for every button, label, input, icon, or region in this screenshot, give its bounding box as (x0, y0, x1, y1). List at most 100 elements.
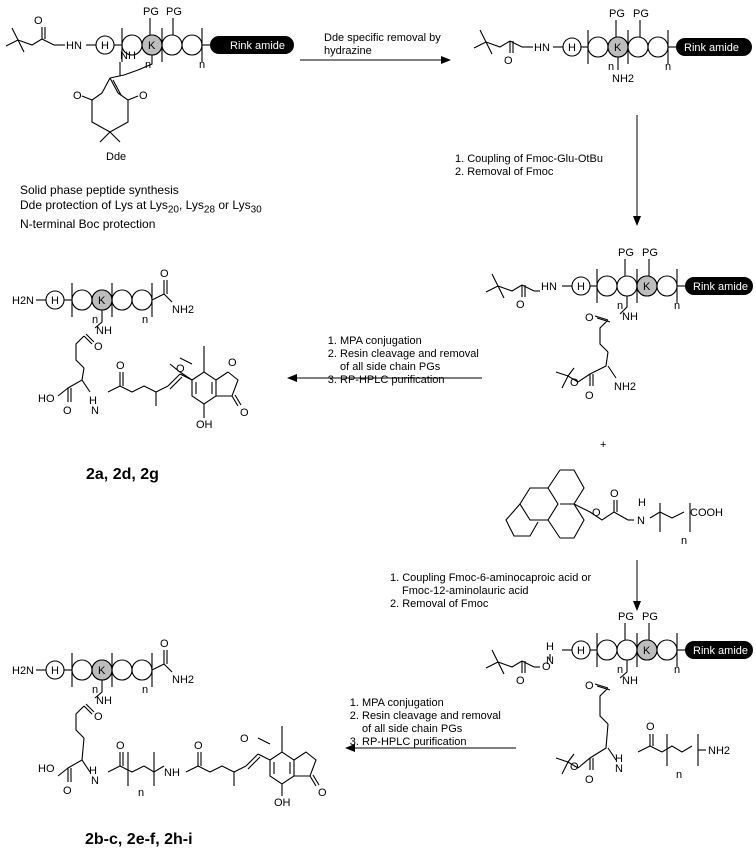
repeat-label: n (142, 314, 148, 326)
rink-amide-badge (685, 641, 753, 659)
atom-label: NH2 (172, 304, 194, 316)
compound-label-2b: 2b-c, 2e-f, 2h-i (85, 831, 193, 848)
atom-label: H2N (12, 295, 34, 307)
atom-label: O (63, 785, 72, 797)
atom-label: O (63, 405, 72, 417)
repeat-label: n (608, 61, 614, 73)
atom-label: N (91, 775, 99, 787)
residue-label: H (577, 281, 585, 293)
atom-label: O (116, 740, 125, 752)
atom-label: N (546, 655, 554, 667)
atom-label: O (116, 360, 125, 372)
repeat-label: n (617, 300, 623, 312)
repeat-label: n (676, 769, 682, 781)
residue-label: K (614, 42, 622, 54)
resin-label: Rink amide (230, 40, 285, 52)
pg-label: PG (166, 6, 182, 18)
lysine-circle (636, 639, 658, 661)
dde-label: Dde (106, 151, 127, 163)
atom-label: OH (196, 419, 213, 431)
repeat-label: n (674, 300, 680, 312)
atom-label: O (240, 407, 249, 419)
repeat-label: n (142, 684, 148, 696)
atom-label: O (585, 312, 594, 324)
repeat-label: n (199, 59, 205, 71)
atom-label: O (318, 787, 327, 799)
repeat-label: n (138, 787, 144, 799)
atom-label: O (176, 363, 185, 375)
atom-label: NH (96, 695, 112, 707)
atom-label: COOH (690, 507, 723, 519)
lysine-circle (91, 289, 113, 311)
pg-label: PG (609, 8, 625, 20)
atom-label: O (240, 733, 249, 745)
atom-label: NH2 (612, 73, 634, 85)
atom-label: O (139, 90, 148, 102)
plus-sign: + (600, 439, 606, 451)
atom-label: O (160, 268, 169, 280)
compound-label-2a: 2a, 2d, 2g (86, 466, 159, 483)
pg-label: PG (618, 611, 634, 623)
lysine-circle (636, 275, 658, 297)
atom-label: H (615, 753, 623, 765)
atom-label: N (615, 763, 623, 775)
atom-label: NH (622, 675, 638, 687)
pg-label: PG (143, 6, 159, 18)
pg-label: PG (618, 247, 634, 259)
atom-label: HO (38, 393, 55, 405)
synthesis-note-2: Dde protection of Lys at Lys20, Lys28 or… (20, 198, 262, 216)
atom-label: NH2 (172, 674, 194, 686)
atom-label: O (646, 721, 655, 733)
repeat-label: n (145, 59, 151, 71)
atom-label: O (570, 761, 579, 773)
atom-label: O (73, 90, 82, 102)
resin-label: Rink amide (693, 645, 748, 657)
atom-label: HO (38, 763, 55, 775)
atom-label: O (228, 357, 237, 369)
rink-amide-badge (685, 277, 753, 295)
atom-label: O (94, 341, 103, 353)
atom-label: O (542, 661, 551, 673)
atom-label: H (638, 497, 646, 509)
atom-label: H2N (12, 665, 34, 677)
atom-label: HN (541, 281, 557, 293)
residue-label: H (51, 665, 59, 677)
residue-label: K (643, 281, 651, 293)
atom-label: N (91, 405, 99, 417)
lysine-circle (141, 34, 163, 56)
step-dde-removal: Dde specific removal by hydrazine (324, 32, 441, 57)
atom-label: O (516, 299, 525, 311)
atom-label: O (585, 680, 594, 692)
atom-label: O (516, 675, 525, 687)
atom-label: HN (534, 42, 550, 54)
step-mpa-conjugation-2: MPA conjugation Resin cleavage and remov… (348, 697, 510, 749)
lysine-circle (91, 659, 113, 681)
pg-label: PG (633, 8, 649, 20)
residue-label: H (577, 645, 585, 657)
pg-label: PG (642, 611, 658, 623)
atom-label: H (89, 765, 97, 777)
residue-label: H (101, 40, 109, 52)
lysine-circle (607, 36, 629, 58)
atom-label: O (34, 15, 43, 27)
atom-label: O (570, 377, 579, 389)
atom-label: NH (96, 325, 112, 337)
atom-label: O (160, 638, 169, 650)
residue-label: H (568, 42, 576, 54)
atom-label: O (94, 711, 103, 723)
rink-amide-badge (210, 36, 294, 54)
step-linker-coupling: 1. Coupling Fmoc-6-aminocaproic acid or … (390, 572, 592, 610)
step-glu-coupling: 1. Coupling of Fmoc-Glu-OtBu 2. Removal … (455, 153, 603, 178)
atom-label: O (585, 390, 594, 402)
atom-label: NH (164, 767, 180, 779)
atom-label: HN (66, 40, 82, 52)
fmoc-linker-structure (505, 469, 691, 539)
residue-label: K (148, 40, 156, 52)
repeat-label: n (92, 684, 98, 696)
product-2a-structure (36, 280, 242, 418)
atom-label: NH (120, 50, 136, 62)
atom-label: NH2 (614, 381, 636, 393)
step-mpa-conjugation-1: MPA conjugation Resin cleavage and remov… (326, 335, 486, 387)
repeat-label: n (681, 535, 687, 547)
